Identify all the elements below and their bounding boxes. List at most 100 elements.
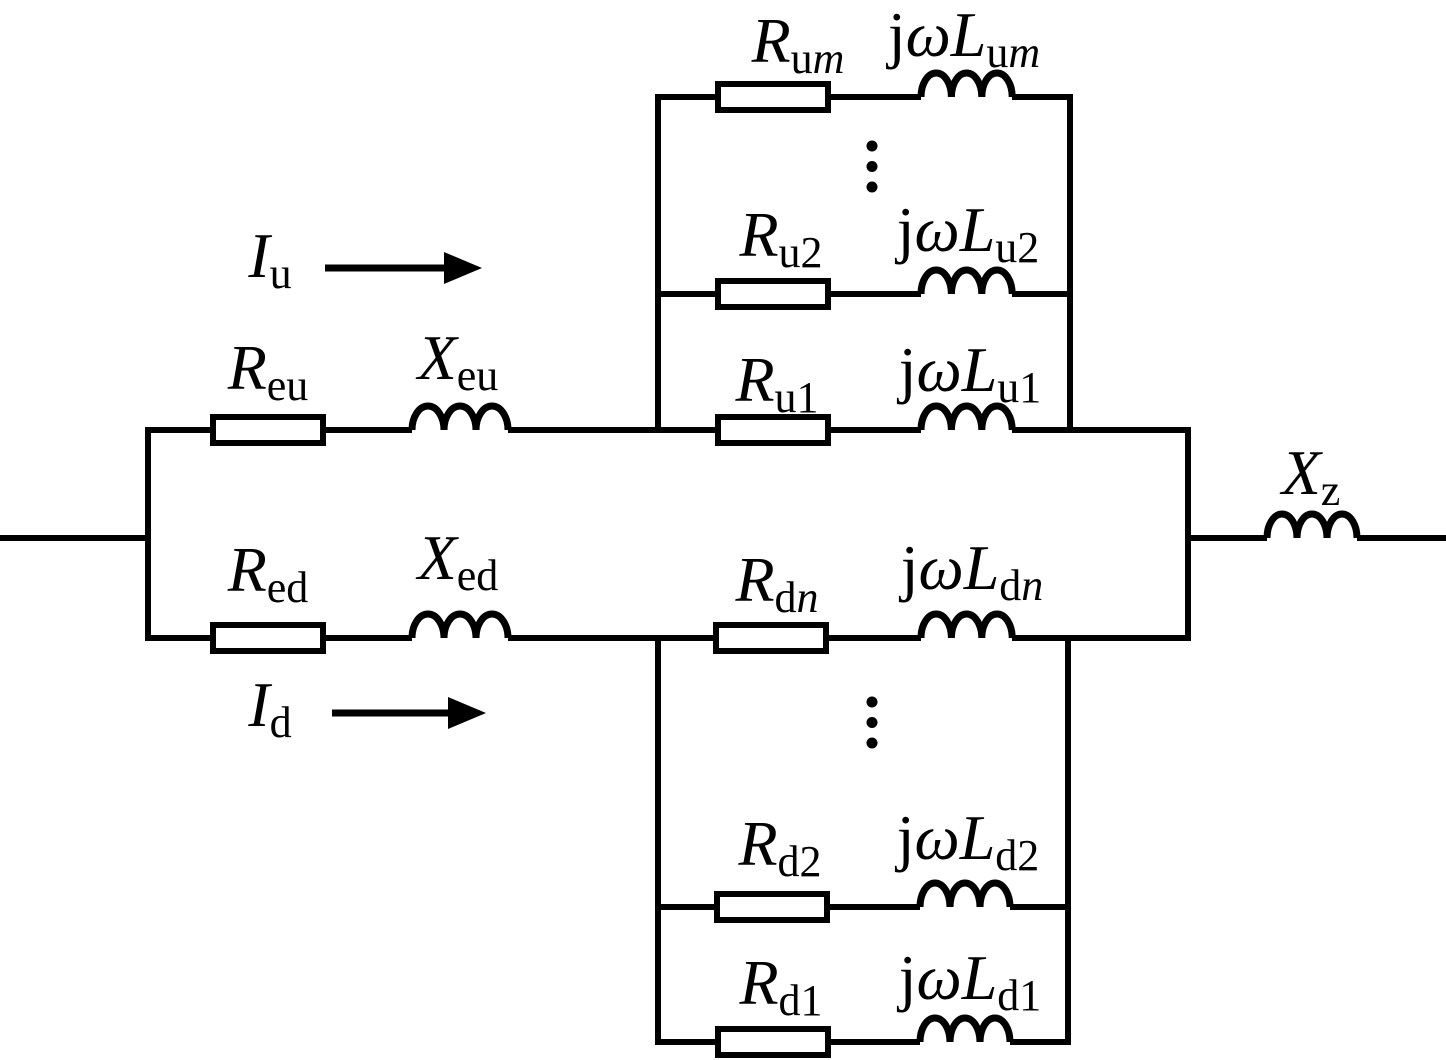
label-l-d1-omega: ω: [916, 942, 962, 1013]
ellipsis-upper-dot-3: [866, 181, 878, 193]
arrow-i-u: [325, 252, 482, 284]
label-x-ed: Xed: [418, 526, 499, 598]
label-l-u1-base: L: [961, 334, 998, 405]
label-l-um-omega: ω: [905, 0, 951, 70]
label-r-dn-subi: n: [796, 573, 819, 622]
label-l-u1-sub: u1: [997, 363, 1042, 412]
label-l-u2-omega: ω: [914, 194, 960, 265]
label-x-eu-base: X: [417, 322, 457, 393]
label-l-um-j: j: [887, 0, 906, 70]
label-r-um-sub: u: [790, 34, 813, 83]
label-r-dn: Rdn: [735, 548, 818, 620]
ellipsis-lower-dot-3: [866, 737, 878, 749]
label-x-ed-base: X: [417, 522, 457, 593]
label-i-u-base: I: [248, 220, 270, 291]
label-l-um-base: L: [950, 0, 987, 70]
label-l-um: jωLum: [888, 3, 1040, 75]
label-l-u2-base: L: [959, 194, 996, 265]
label-x-z: Xz: [1282, 441, 1341, 513]
inductor-l-u1: [917, 402, 1016, 431]
label-r-u2: Ru2: [739, 203, 822, 275]
label-l-dn-base: L: [963, 532, 1000, 603]
label-l-d1-sub: d1: [997, 971, 1042, 1020]
resistors: [210, 81, 831, 1058]
label-l-um-sub: u: [986, 28, 1009, 77]
label-r-u2-sub: u2: [778, 228, 823, 277]
label-l-um-subi: m: [1008, 28, 1041, 77]
inductor-l-d1: [916, 1014, 1014, 1043]
label-x-eu: Xeu: [418, 326, 499, 398]
label-l-d1: jωLd1: [899, 946, 1042, 1018]
label-l-dn: jωLdn: [901, 536, 1044, 608]
inductor-l-um: [917, 69, 1016, 98]
label-r-d2: Rd2: [738, 812, 821, 884]
label-r-ed-sub: ed: [266, 563, 309, 612]
label-l-u2: jωLu2: [897, 198, 1040, 270]
ellipsis-lower-dot-1: [866, 696, 878, 708]
label-i-u: Iu: [248, 224, 291, 296]
label-r-eu: Reu: [228, 336, 309, 408]
resistor-r-dn: [713, 622, 829, 654]
label-x-ed-sub: ed: [456, 551, 499, 600]
label-x-z-sub: z: [1320, 466, 1341, 515]
label-l-d2-j: j: [896, 802, 915, 873]
label-r-d1-base: R: [739, 947, 779, 1018]
current-arrows: [325, 252, 486, 729]
label-l-d2-omega: ω: [914, 802, 960, 873]
label-x-z-base: X: [1281, 437, 1321, 508]
label-r-u1-base: R: [735, 344, 775, 415]
label-i-u-sub: u: [269, 249, 292, 298]
arrow-i-d-head: [448, 697, 486, 729]
resistor-r-u1: [715, 414, 831, 446]
label-r-ed: Red: [228, 538, 309, 610]
label-r-d2-base: R: [738, 808, 778, 879]
label-l-d2: jωLd2: [897, 806, 1040, 878]
label-r-u1: Ru1: [735, 348, 818, 420]
label-r-um-base: R: [751, 5, 791, 76]
label-l-dn-j: j: [900, 532, 919, 603]
label-l-u2-sub: u2: [995, 223, 1040, 272]
label-l-u1: jωLu1: [899, 338, 1042, 410]
inductor-l-dn: [917, 610, 1016, 639]
label-r-ed-base: R: [227, 534, 267, 605]
label-l-d2-sub: d2: [995, 831, 1040, 880]
label-r-d1: Rd1: [739, 951, 822, 1023]
ellipsis-upper-dot-2: [866, 161, 878, 172]
label-l-dn-omega: ω: [918, 532, 964, 603]
label-r-u2-base: R: [739, 199, 779, 270]
label-r-eu-base: R: [227, 332, 267, 403]
ellipsis-dots: [866, 140, 878, 749]
inductor-l-d2: [916, 879, 1014, 908]
label-l-dn-sub: d: [999, 561, 1022, 610]
label-i-d-base: I: [248, 669, 270, 740]
label-r-d2-sub: d2: [777, 837, 822, 886]
label-l-u1-omega: ω: [916, 334, 962, 405]
resistor-r-ed: [210, 622, 326, 654]
label-l-d1-j: j: [898, 942, 917, 1013]
inductors: [408, 69, 1361, 1043]
label-r-um: Rum: [752, 9, 845, 81]
resistor-r-u2: [715, 278, 831, 310]
arrow-i-u-head: [444, 252, 482, 284]
label-l-u2-j: j: [896, 194, 915, 265]
inductor-l-u2: [917, 266, 1016, 295]
ellipsis-upper-dot-1: [866, 140, 878, 152]
label-i-d-sub: d: [269, 698, 292, 747]
label-l-u1-j: j: [898, 334, 917, 405]
ellipsis-lower-dot-2: [866, 717, 878, 728]
resistor-r-um: [715, 81, 831, 113]
resistor-r-eu: [210, 414, 326, 446]
inductor-x-eu: [408, 402, 512, 431]
resistor-r-d2: [714, 891, 830, 923]
inductor-x-z: [1263, 510, 1361, 539]
arrow-i-d: [332, 697, 486, 729]
label-l-d1-base: L: [961, 942, 998, 1013]
label-r-eu-sub: eu: [266, 361, 309, 410]
label-r-um-subi: m: [812, 34, 845, 83]
inductor-x-ed: [408, 610, 512, 639]
label-x-eu-sub: eu: [456, 351, 499, 400]
label-r-u1-sub: u1: [774, 373, 819, 422]
resistor-r-d1: [715, 1026, 831, 1058]
